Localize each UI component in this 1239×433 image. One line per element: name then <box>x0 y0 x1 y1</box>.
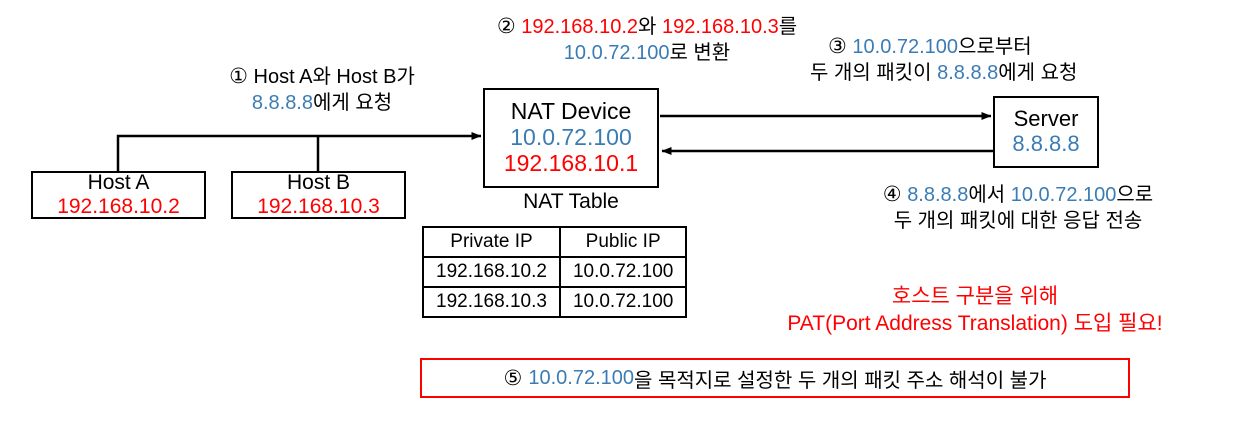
nat-device-public-ip: 10.0.72.100 <box>510 124 632 151</box>
host-a-node: Host A 192.168.10.2 <box>31 171 206 219</box>
host-b-node: Host B 192.168.10.3 <box>231 171 406 219</box>
step4-ip1: 8.8.8.8 <box>907 184 969 206</box>
nat-table-cell-private-1: 192.168.10.2 <box>422 256 561 288</box>
table-row: 192.168.10.2 10.0.72.100 <box>422 256 688 288</box>
step1-marker: ① <box>229 65 248 88</box>
step2-line1: ② 192.168.10.2와 192.168.10.3를 <box>452 14 842 41</box>
step1-line1: ① Host A와 Host B가 <box>182 64 462 91</box>
annotation-step-2: ② 192.168.10.2와 192.168.10.3를 10.0.72.10… <box>452 14 842 66</box>
step3-line2: 두 개의 패킷이 8.8.8.8에게 요청 <box>810 61 1228 87</box>
server-ip: 8.8.8.8 <box>1012 131 1080 156</box>
host-a-label: Host A <box>87 171 150 195</box>
nat-table-header-public-ip: Public IP <box>558 226 688 258</box>
nat-table-cell-public-1: 10.0.72.100 <box>558 256 688 288</box>
step2-suffix2: 로 변환 <box>669 41 731 64</box>
host-b-label: Host B <box>286 171 351 195</box>
step3-line1: ③ 10.0.72.100으로부터 <box>828 34 1228 61</box>
nat-table: Private IP Public IP 192.168.10.2 10.0.7… <box>422 226 688 318</box>
step5-ip: 10.0.72.100 <box>528 366 635 389</box>
step1-text: Host A와 Host B가 <box>253 66 415 88</box>
step3-ip2: 8.8.8.8 <box>937 61 999 84</box>
step2-mid: 와 <box>638 16 657 38</box>
annotation-step-1: ① Host A와 Host B가 8.8.8.8에게 요청 <box>182 64 462 116</box>
step2-ip2: 192.168.10.3 <box>661 16 779 38</box>
step3-ip1: 10.0.72.100 <box>852 36 959 58</box>
step2-suffix1: 를 <box>778 16 798 38</box>
step1-ip: 8.8.8.8 <box>251 91 313 114</box>
step3-marker: ③ <box>828 35 847 58</box>
step4-ip2: 10.0.72.100 <box>1010 184 1117 206</box>
annotation-step-4: ④ 8.8.8.8에서 10.0.72.100으로 두 개의 패킷에 대한 응답… <box>818 182 1218 234</box>
step4-line1: ④ 8.8.8.8에서 10.0.72.100으로 <box>818 182 1218 209</box>
step3-suffix1: 으로부터 <box>958 36 1032 58</box>
nat-table-caption: NAT Table <box>523 190 619 213</box>
nat-table-header-private-ip: Private IP <box>422 226 561 258</box>
pat-warning-line2: PAT(Port Address Translation) 도입 필요! <box>787 311 1163 335</box>
nat-device-private-ip: 192.168.10.1 <box>503 149 639 176</box>
step3-prefix: 두 개의 패킷이 <box>810 61 932 84</box>
annotation-step-3: ③ 10.0.72.100으로부터 두 개의 패킷이 8.8.8.8에게 요청 <box>810 34 1228 86</box>
pat-warning: 호스트 구분을 위해 PAT(Port Address Translation)… <box>745 284 1205 338</box>
step2-line2: 10.0.72.100로 변환 <box>452 41 842 67</box>
step4-suffix1: 으로 <box>1116 184 1154 206</box>
host-a-ip: 192.168.10.2 <box>57 195 180 218</box>
nat-table-cell-public-2: 10.0.72.100 <box>558 286 688 318</box>
host-b-ip: 192.168.10.3 <box>257 195 380 218</box>
step4-mid: 에서 <box>968 184 1006 206</box>
step1-line2: 8.8.8.8에게 요청 <box>182 91 462 117</box>
step1-suffix: 에게 요청 <box>313 91 393 114</box>
step2-ip1: 192.168.10.2 <box>521 16 638 38</box>
step2-marker: ② <box>496 15 516 38</box>
table-header-row: Private IP Public IP <box>422 226 688 258</box>
step5-suffix: 을 목적지로 설정한 두 개의 패킷 주소 해석이 불가 <box>634 369 1047 392</box>
step5-marker: ⑤ <box>503 366 523 390</box>
step4-marker: ④ <box>882 183 902 206</box>
nat-table-cell-private-2: 192.168.10.3 <box>422 286 561 318</box>
step4-line2: 두 개의 패킷에 대한 응답 전송 <box>893 209 1143 232</box>
step3-suffix2: 에게 요청 <box>998 61 1078 84</box>
pat-warning-line1: 호스트 구분을 위해 <box>891 285 1059 308</box>
step2-ip3: 10.0.72.100 <box>563 41 670 64</box>
server-node: Server 8.8.8.8 <box>993 96 1099 168</box>
server-label: Server <box>1013 106 1079 132</box>
table-row: 192.168.10.3 10.0.72.100 <box>422 286 688 318</box>
nat-device-label: NAT Device <box>510 98 632 125</box>
nat-device-node: NAT Device 10.0.72.100 192.168.10.1 <box>483 88 659 188</box>
